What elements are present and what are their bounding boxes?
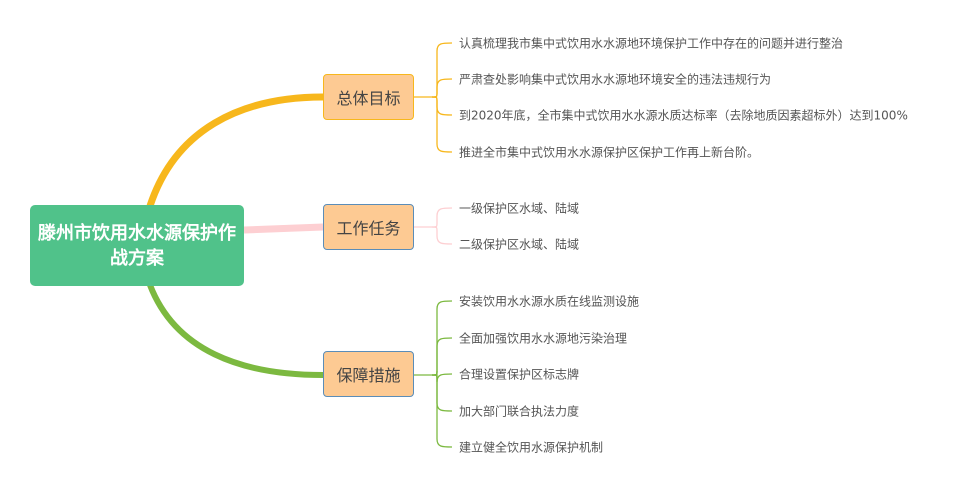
branch-goals[interactable]: 总体目标 bbox=[323, 74, 414, 120]
leaf-connector bbox=[431, 337, 453, 376]
link-root-measures bbox=[147, 283, 324, 378]
leaf-connector bbox=[431, 374, 453, 412]
leaf-item[interactable]: 推进全市集中式饮用水水源保护区保护工作再上新台阶。 bbox=[459, 145, 760, 160]
leaf-connector bbox=[431, 226, 453, 245]
leaf-connector bbox=[431, 374, 453, 448]
root-topic[interactable]: 滕州市饮用水水源保护作战方案 bbox=[30, 205, 244, 286]
leaf-connector bbox=[431, 96, 453, 153]
leaf-item[interactable]: 严肃查处影响集中式饮用水水源地环境安全的违法违规行为 bbox=[459, 72, 772, 87]
leaf-connector bbox=[431, 42, 453, 98]
leaf-item[interactable]: 到2020年底，全市集中式饮用水水源水质达标率（去除地质因素超标外）达到100% bbox=[459, 108, 908, 123]
link-root-tasks bbox=[243, 223, 324, 234]
leaf-item[interactable]: 安装饮用水水源水质在线监测设施 bbox=[459, 294, 640, 309]
leaf-item[interactable]: 二级保护区水域、陆域 bbox=[459, 237, 580, 252]
branch-tasks[interactable]: 工作任务 bbox=[323, 204, 414, 250]
leaf-item[interactable]: 全面加强饮用水水源地污染治理 bbox=[459, 331, 628, 346]
branch-label: 保障措施 bbox=[336, 366, 401, 385]
leaf-item[interactable]: 一级保护区水域、陆域 bbox=[459, 201, 580, 216]
leaf-connector bbox=[431, 370, 453, 383]
root-title: 滕州市饮用水水源保护作战方案 bbox=[38, 222, 236, 269]
leaf-item[interactable]: 认真梳理我市集中式饮用水水源地环境保护工作中存在的问题并进行整治 bbox=[459, 36, 844, 51]
link-root-goals bbox=[146, 93, 324, 208]
branch-measures[interactable]: 保障措施 bbox=[323, 351, 414, 397]
branch-label: 总体目标 bbox=[336, 89, 401, 108]
leaf-connector bbox=[431, 96, 453, 116]
leaf-connector bbox=[431, 78, 453, 98]
leaf-item[interactable]: 建立健全饮用水源保护机制 bbox=[459, 440, 604, 455]
leaf-connector bbox=[431, 207, 453, 228]
leaf-item[interactable]: 加大部门联合执法力度 bbox=[459, 404, 580, 419]
branch-label: 工作任务 bbox=[336, 219, 401, 238]
leaf-item[interactable]: 合理设置保护区标志牌 bbox=[459, 367, 580, 382]
